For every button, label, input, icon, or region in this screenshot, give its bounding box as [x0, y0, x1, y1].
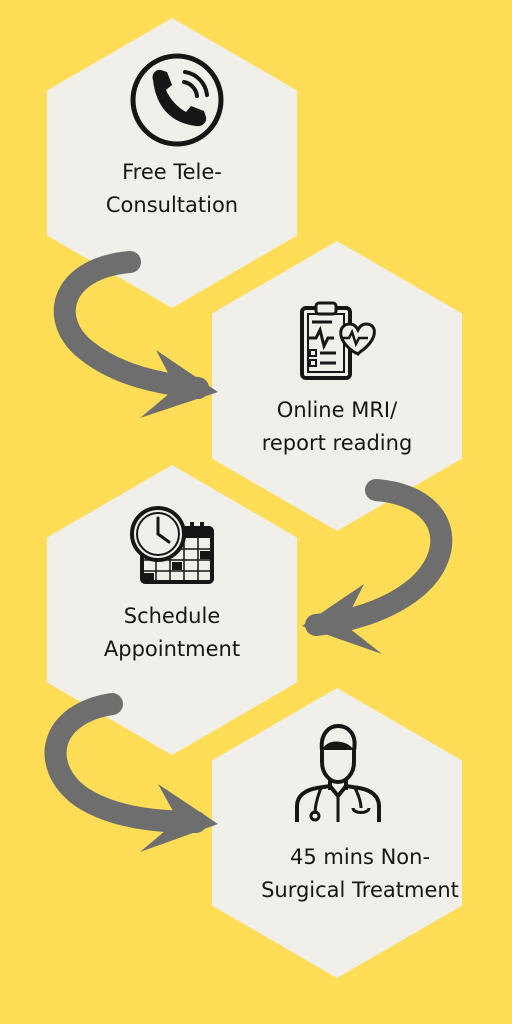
arrow-1-to-2 — [53, 251, 209, 399]
step-4-label: 45 mins Non- Surgical Treatment — [261, 845, 459, 902]
arrow-head-3 — [140, 784, 218, 852]
arrow-2-to-3 — [305, 479, 453, 636]
step-2-hexagon — [212, 241, 462, 531]
step-2-label: Online MRI/ report reading — [261, 398, 413, 455]
step-3-label: Schedule Appointment — [103, 604, 241, 661]
step-1-hexagon — [47, 18, 297, 308]
clipboard-heart-icon — [300, 301, 376, 380]
step-1-label: Free Tele- Consultation — [105, 160, 239, 217]
phone-icon — [130, 53, 224, 147]
doctor-icon — [295, 723, 381, 822]
arrow-head-2 — [302, 584, 382, 654]
arrow-3-to-4 — [44, 693, 207, 833]
arrow-head-1 — [140, 350, 218, 418]
calendar-clock-icon — [130, 506, 214, 584]
